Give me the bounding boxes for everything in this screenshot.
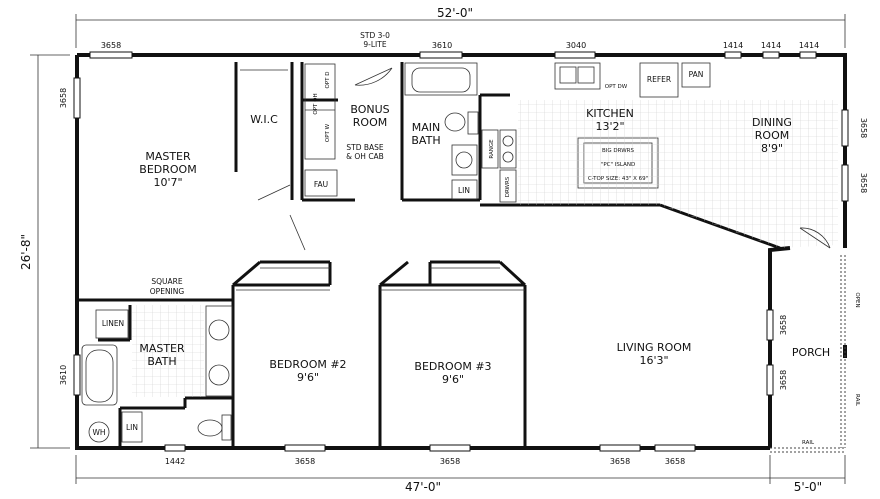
overall-width-label: 52'-0"	[437, 6, 473, 20]
window-label: 3658	[859, 173, 868, 193]
wic-label: W.I.C	[250, 113, 278, 126]
window-label: 1414	[723, 41, 743, 50]
fau-label: FAU	[314, 180, 328, 189]
std-door-line2: 9-LITE	[363, 40, 386, 49]
porch-front-rail-label: RAIL	[802, 440, 815, 446]
window-label: 3658	[101, 41, 121, 50]
bedroom3-size: 9'6"	[442, 373, 464, 386]
master-bedroom-name2: BEDROOM	[139, 163, 196, 176]
std-base-line1: STD BASE	[346, 143, 384, 152]
porch-label: PORCH	[792, 346, 830, 359]
window-label: 1442	[165, 457, 185, 466]
std-base-line2: & OH CAB	[346, 152, 384, 161]
opt-w-label: OPT W	[325, 123, 331, 142]
porch-width-label: 5'-0"	[794, 480, 822, 494]
master-bedroom-name: MASTER	[145, 150, 191, 163]
square-opening-line2: OPENING	[150, 287, 185, 296]
window-label: 3610	[59, 365, 68, 385]
porch-rail	[770, 255, 846, 453]
living-room-size: 16'3"	[639, 354, 668, 367]
master-bath-linen-label: LIN	[126, 423, 138, 432]
window-label: 1414	[761, 41, 781, 50]
opt-oh-label: OPT OH	[313, 93, 319, 114]
master-bath-name: MASTER	[139, 342, 185, 355]
dining-room-name: DINING	[752, 116, 792, 129]
window-label: 3658	[440, 457, 460, 466]
window-label: 3658	[295, 457, 315, 466]
opt-dw-label: OPT DW	[605, 84, 628, 90]
window-label: 3658	[859, 118, 868, 138]
pantry-label: PAN	[689, 70, 704, 79]
range-label: RANGE	[489, 139, 495, 159]
bonus-room-name: BONUS	[350, 103, 389, 116]
refer-label: REFER	[647, 75, 671, 84]
depth-label: 26'-8"	[19, 234, 33, 270]
window-label: 3658	[665, 457, 685, 466]
water-heater-label: WH	[92, 428, 105, 437]
window-label: 3658	[59, 88, 68, 108]
window-label: 3658	[779, 370, 788, 390]
bonus-room-name2: ROOM	[353, 116, 387, 129]
kitchen-name: KITCHEN	[586, 107, 634, 120]
opt-d-label: OPT D	[325, 72, 331, 89]
window-label: 3658	[779, 315, 788, 335]
main-bath-name2: BATH	[411, 134, 440, 147]
window-label: 3040	[566, 41, 586, 50]
island-line1: BIG DRWRS	[602, 148, 634, 154]
porch-side-rail-label: RAIL	[854, 394, 860, 407]
drawers-label: DRWRS	[505, 176, 511, 197]
square-opening-line1: SQUARE	[151, 277, 182, 286]
home-width-label: 47'-0"	[405, 480, 441, 494]
std-door-line1: STD 3-0	[360, 31, 390, 40]
living-room-name: LIVING ROOM	[617, 341, 692, 354]
window-markers	[73, 51, 849, 452]
island-line2: "PC" ISLAND	[601, 162, 635, 168]
linen-label: LINEN	[102, 319, 124, 328]
bedroom3-name: BEDROOM #3	[414, 360, 491, 373]
door-swings	[257, 67, 831, 251]
main-bath-linen-label: LIN	[458, 186, 470, 195]
dining-room-size: 8'9"	[761, 142, 783, 155]
master-bedroom-size: 10'7"	[153, 176, 182, 189]
kitchen-size: 13'2"	[595, 120, 624, 133]
bedroom2-size: 9'6"	[297, 371, 319, 384]
master-bath-name2: BATH	[147, 355, 176, 368]
tile-floors	[132, 100, 838, 397]
dimension-lines	[30, 14, 846, 484]
island-line3: C-TOP SIZE: 43" X 69"	[588, 176, 648, 182]
window-label: 1414	[799, 41, 819, 50]
main-bath-name: MAIN	[412, 121, 441, 134]
window-label: 3658	[610, 457, 630, 466]
dining-room-name2: ROOM	[755, 129, 789, 142]
window-label: 3610	[432, 41, 452, 50]
bedroom2-name: BEDROOM #2	[269, 358, 346, 371]
porch-open-label: OPEN	[854, 292, 860, 307]
